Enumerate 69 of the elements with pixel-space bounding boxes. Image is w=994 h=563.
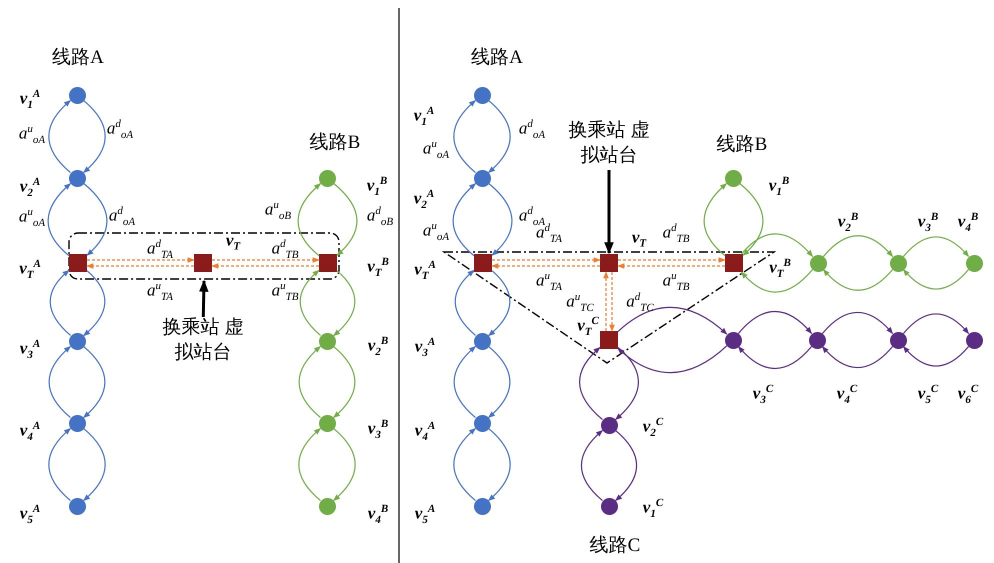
callout-text: 换乘站 虚拟站台	[567, 119, 651, 168]
arrow	[86, 263, 194, 269]
arrow	[211, 263, 319, 269]
arrow	[83, 428, 106, 502]
arrow	[603, 271, 609, 331]
line-name: 线路B	[716, 133, 768, 157]
arrow	[454, 270, 476, 336]
arrow	[738, 311, 812, 334]
arrow	[83, 270, 106, 336]
line-name: 线路A	[52, 46, 104, 70]
arrow	[83, 182, 108, 256]
arrow	[704, 183, 728, 256]
arrow	[491, 263, 600, 269]
arrow	[298, 183, 322, 256]
arrow	[822, 269, 893, 291]
arrow	[212, 257, 320, 263]
arrow	[333, 346, 356, 418]
arrow	[452, 183, 476, 256]
arrow	[48, 100, 71, 173]
arrow	[492, 257, 601, 263]
arrow	[333, 270, 356, 336]
arrow	[298, 428, 321, 501]
arrow	[822, 346, 893, 368]
arrow	[333, 428, 356, 502]
arrow	[615, 347, 639, 420]
arrow	[823, 235, 894, 257]
arrow	[739, 182, 764, 256]
arrow	[300, 270, 321, 336]
arrow	[83, 346, 106, 418]
arrow	[488, 182, 512, 256]
arrow	[617, 345, 728, 374]
arrow	[333, 182, 358, 256]
arrow	[903, 236, 970, 257]
arrow	[580, 430, 603, 501]
arrow	[741, 233, 814, 257]
arrow	[615, 430, 638, 502]
arrow	[618, 306, 728, 335]
arrow	[488, 270, 510, 336]
node-label: v$_{T}$	[226, 231, 240, 253]
arrow	[199, 280, 209, 318]
arrow	[83, 100, 106, 174]
arrow	[741, 269, 813, 293]
arrow	[902, 346, 969, 367]
line-name: 线路C	[590, 534, 640, 558]
arrow	[48, 183, 72, 256]
arrow	[488, 100, 511, 174]
arrow	[902, 269, 969, 290]
arrow	[604, 170, 614, 254]
arrow	[48, 346, 71, 418]
arrow	[488, 428, 511, 502]
arrow	[617, 263, 725, 269]
arrow	[903, 313, 970, 334]
arrow	[50, 270, 71, 336]
arrow	[454, 346, 476, 418]
arrow	[822, 312, 894, 334]
arrow	[609, 272, 615, 332]
arrow	[453, 100, 476, 173]
line-name: 线路B	[310, 131, 360, 155]
arrow	[48, 428, 71, 501]
node-label: v$_{T}$	[632, 228, 646, 250]
arrow	[488, 346, 510, 418]
arrow	[453, 428, 476, 501]
arrow	[87, 257, 195, 263]
arrow	[738, 346, 812, 369]
arrow	[579, 347, 603, 420]
callout-text: 换乘站 虚拟站台	[161, 316, 245, 366]
arrow	[298, 346, 321, 418]
arrow	[618, 257, 726, 263]
line-name: 线路A	[471, 46, 523, 70]
